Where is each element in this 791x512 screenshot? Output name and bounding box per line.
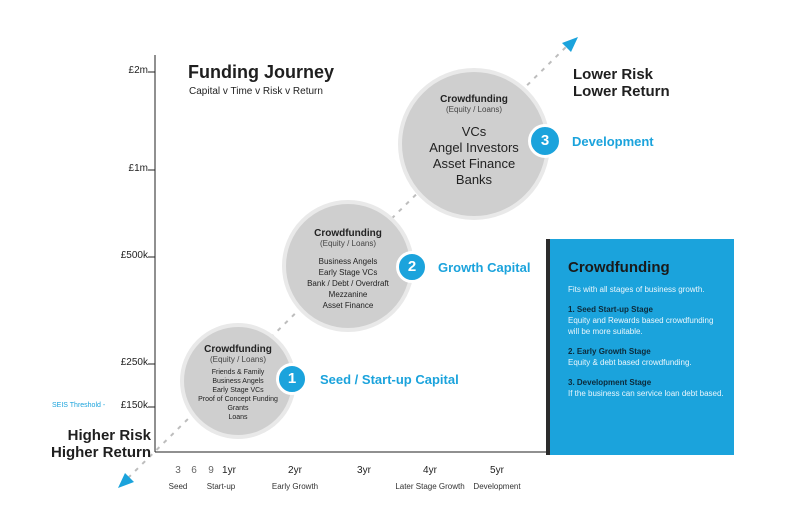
x-tick-label: 4yr [423, 465, 437, 476]
x-stage-label: Later Stage Growth [395, 482, 465, 491]
circle-subheading: (Equity / Loans) [319, 239, 377, 248]
panel-title: Crowdfunding [568, 259, 670, 276]
circle-heading: Crowdfunding [440, 94, 508, 105]
x-stage-label: Early Growth [271, 482, 319, 491]
funding-source: Mezzanine [328, 290, 368, 299]
panel-item-heading: 1. Seed Start-up Stage [568, 305, 653, 314]
funding-source: Friends & Family [211, 369, 265, 376]
y-tick-label: £250k [120, 357, 148, 368]
funding-source: VCs [461, 124, 487, 139]
x-tick-label: 1yr [222, 465, 236, 476]
corner-line: Lower Return [573, 83, 670, 100]
circle-heading: Crowdfunding [314, 228, 382, 239]
x-tick-label: 3 [175, 465, 181, 476]
panel-item-body: Equity & debt based crowdfunding. [568, 358, 692, 367]
funding-source: Early Stage VCs [212, 387, 264, 394]
stage-1-label: Seed / Start-up Capital [320, 372, 459, 387]
circle-heading: Crowdfunding [204, 344, 272, 355]
y-tick-label: £500k [120, 250, 148, 261]
circle-subheading: (Equity / Loans) [209, 355, 267, 364]
panel-intro: Fits with all stages of business growth. [568, 285, 705, 294]
funding-source: Bank / Debt / Overdraft [307, 279, 389, 288]
y-tick-label: £2m [128, 65, 148, 76]
x-tick-label: 5yr [490, 465, 504, 476]
stage-3-circle: Crowdfunding (Equity / Loans) VCs Angel … [398, 68, 550, 220]
funding-source: Early Stage VCs [318, 268, 378, 277]
corner-line: Higher Return [50, 444, 151, 461]
funding-source: Loans [228, 414, 248, 421]
stage-3-badge: 3 [528, 124, 562, 158]
x-tick-label: 9 [208, 465, 214, 476]
diagram-title: Funding Journey [188, 62, 334, 82]
stage-1-badge: 1 [276, 363, 308, 395]
stage-2-circle: Crowdfunding (Equity / Loans) Business A… [282, 200, 414, 332]
funding-source: Asset Finance [432, 156, 516, 171]
stage-2-label: Growth Capital [438, 260, 531, 275]
funding-source: Asset Finance [322, 301, 374, 310]
x-tick-label: 2yr [288, 465, 302, 476]
x-stage-label: Seed [168, 482, 188, 491]
funding-source: Angel Investors [429, 140, 519, 155]
x-stage-label: Development [473, 482, 521, 491]
x-tick-label: 3yr [357, 465, 371, 476]
x-tick-label: 6 [191, 465, 197, 476]
crowdfunding-panel: Crowdfunding Fits with all stages of bus… [546, 239, 734, 455]
funding-source: Business Angels [318, 257, 378, 266]
lower-risk-label: Lower Risk Lower Return [573, 66, 670, 100]
stage-3-label: Development [572, 134, 654, 149]
panel-item-heading: 2. Early Growth Stage [568, 347, 651, 356]
corner-line: Lower Risk [573, 66, 654, 83]
panel-item-body: Equity and Rewards based crowdfunding wi… [568, 316, 714, 336]
funding-source: Banks [455, 172, 493, 187]
funding-source: Grants [227, 405, 249, 412]
arrow-head-bottom-icon [118, 473, 134, 488]
y-tick-label: £1m [128, 163, 148, 174]
arrow-head-top-icon [562, 37, 578, 52]
higher-risk-label: Higher Risk Higher Return [47, 427, 151, 461]
seis-threshold-label: SEIS Threshold - [52, 402, 106, 409]
y-tick-label: £150k [120, 400, 148, 411]
stage-2-badge: 2 [396, 251, 428, 283]
panel-item-body: If the business can service loan debt ba… [568, 389, 724, 398]
funding-source: Proof of Concept Funding [198, 396, 278, 403]
x-stage-label: Start-up [206, 482, 236, 491]
panel-item-heading: 3. Development Stage [568, 378, 652, 387]
funding-source: Business Angels [212, 378, 264, 385]
circle-subheading: (Equity / Loans) [445, 105, 503, 114]
corner-line: Higher Risk [67, 427, 151, 444]
diagram-subtitle: Capital v Time v Risk v Return [189, 86, 323, 97]
